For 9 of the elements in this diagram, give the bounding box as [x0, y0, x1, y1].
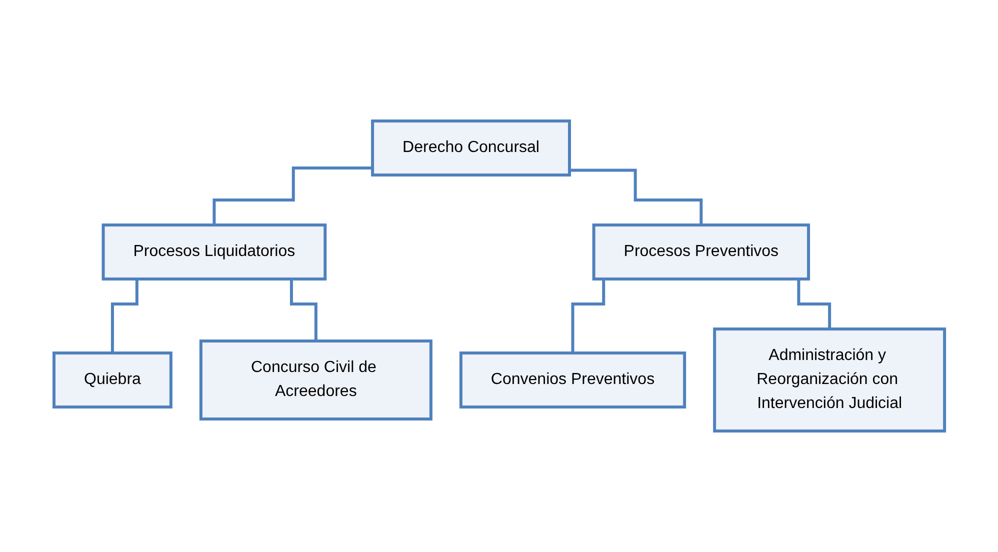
node-box: Quiebra: [52, 352, 172, 408]
node-box: Administración y Reorganización con Intervención Judicial: [712, 328, 946, 432]
connector: [569, 168, 702, 226]
connector: [212, 166, 372, 226]
node-box: Convenios Preventivos: [459, 352, 686, 408]
node-box: Concurso Civil de Acreedores: [199, 340, 432, 420]
node-box: Procesos Preventivos: [592, 224, 810, 280]
node-box: Procesos Liquidatorios: [101, 224, 326, 280]
node-box: Derecho Concursal: [370, 120, 571, 176]
